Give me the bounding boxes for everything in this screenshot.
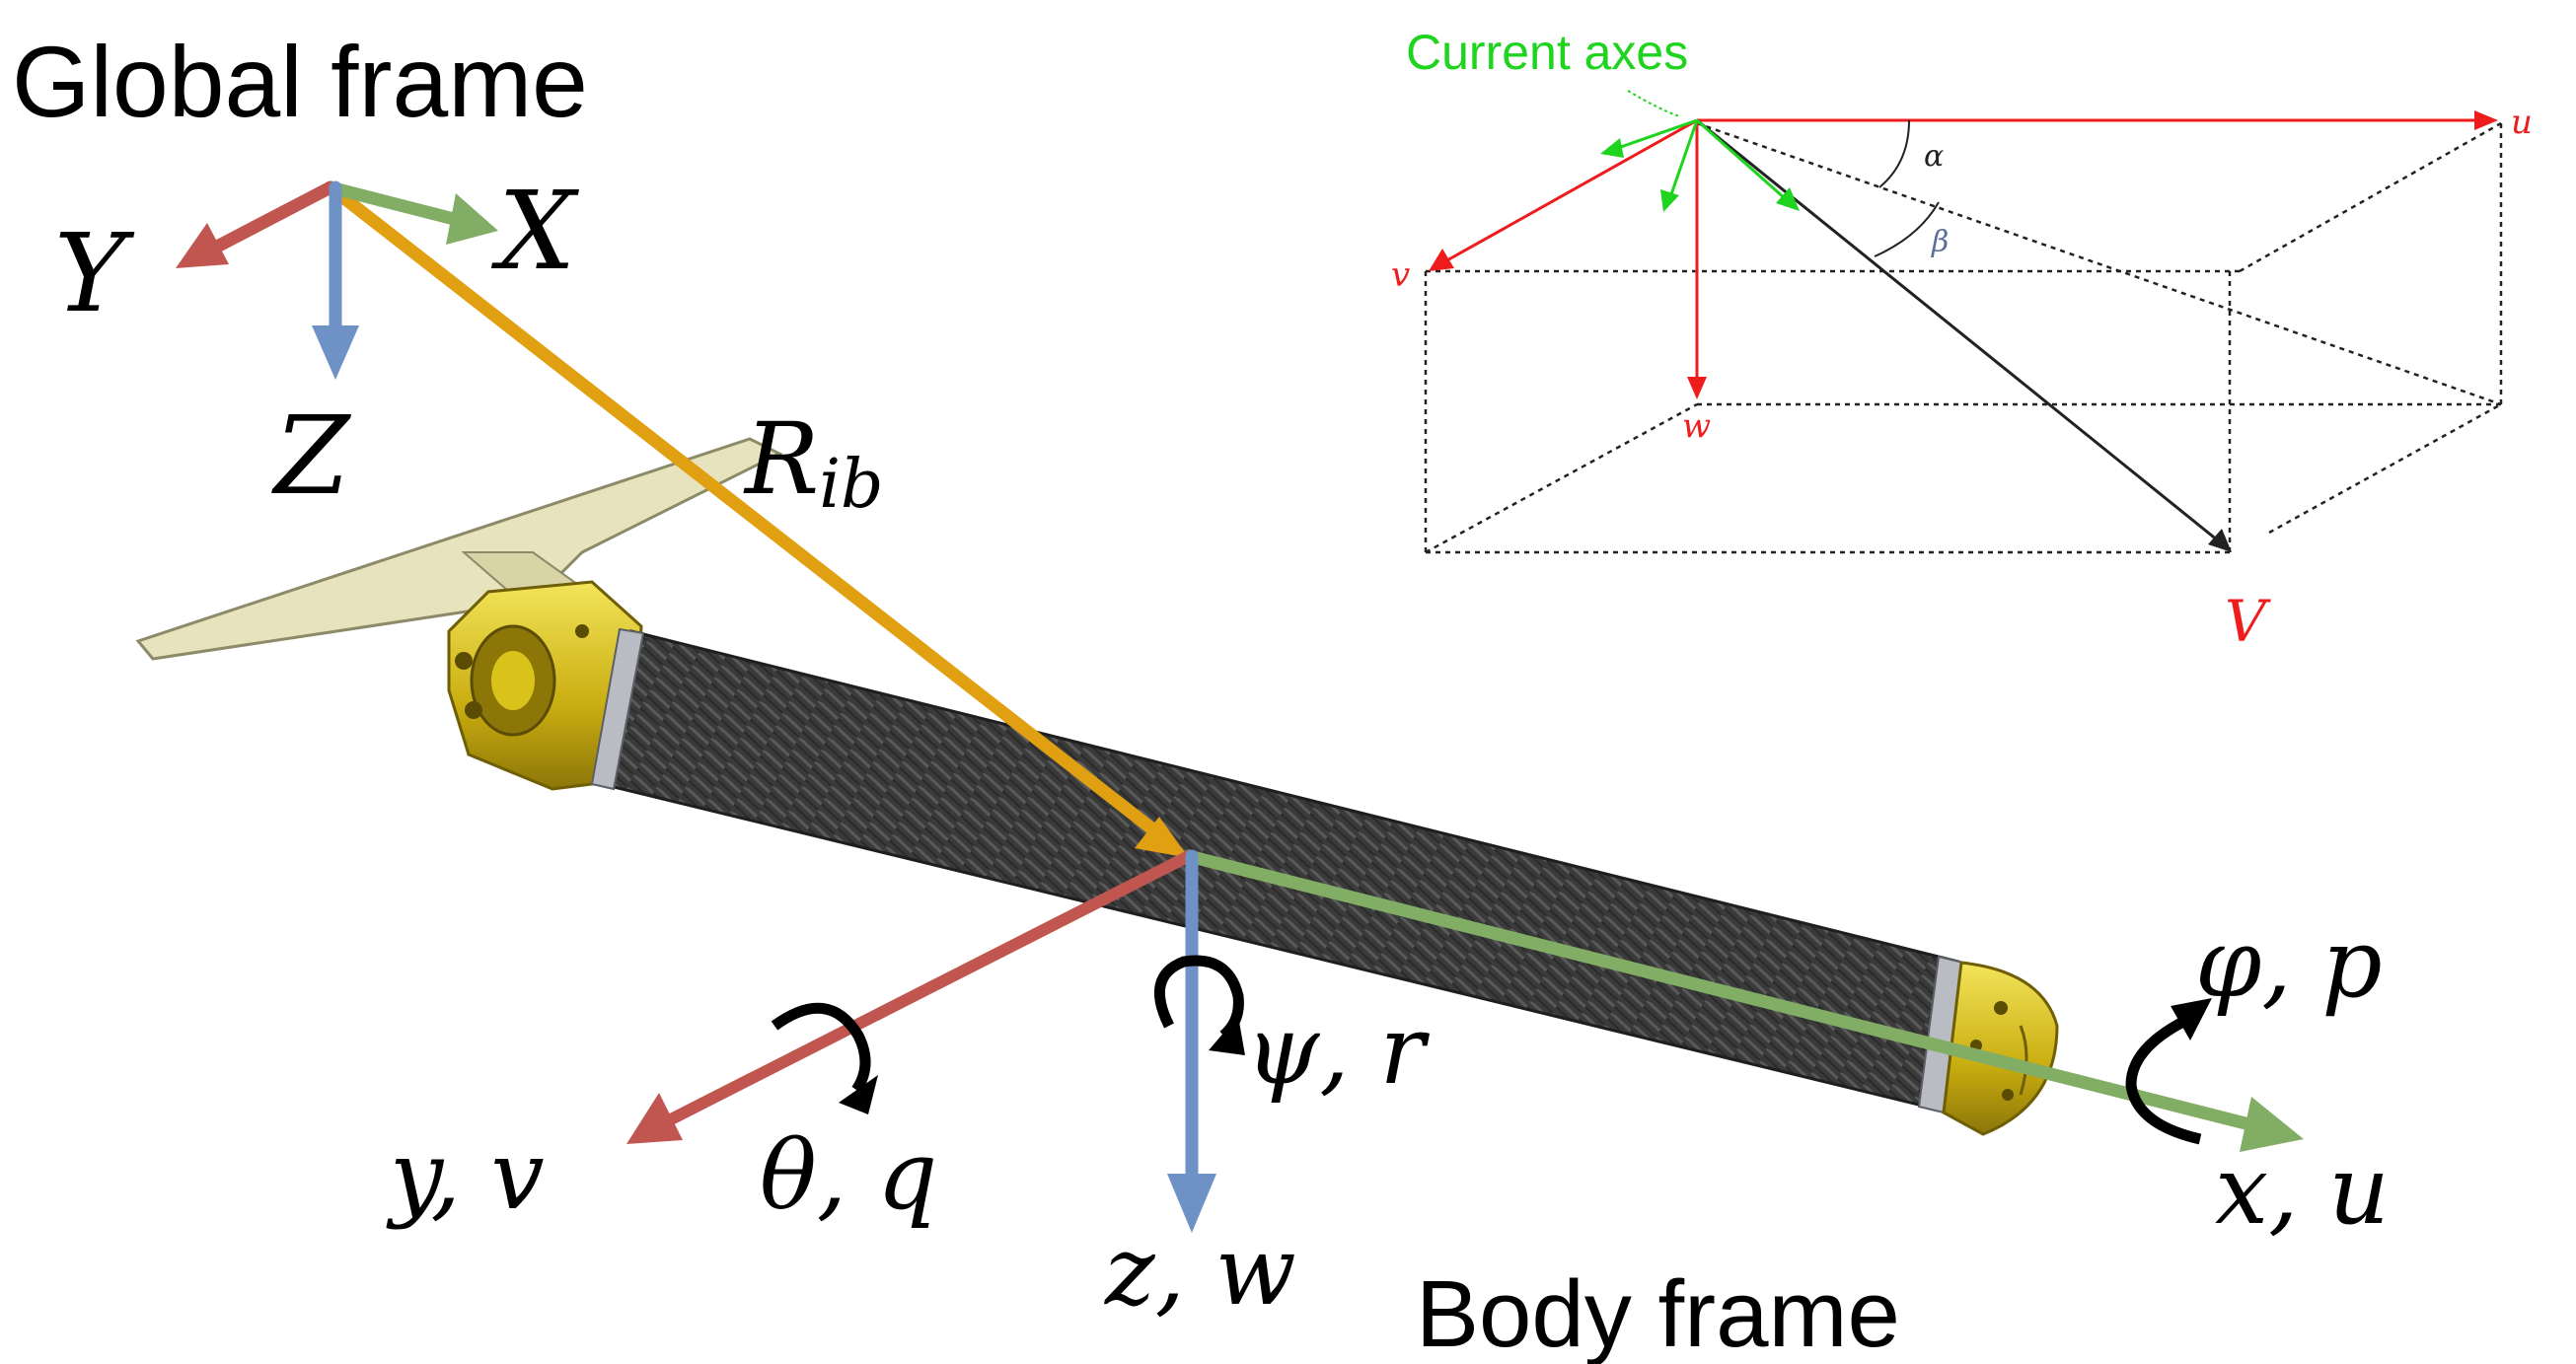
global-frame-axes (176, 180, 1189, 858)
tail-fin (135, 437, 783, 661)
flow-angle-inset (1424, 90, 2503, 554)
inset-v-label: v (1391, 255, 1410, 295)
inset-u-label: u (2511, 103, 2533, 142)
inset-w-label: w (1682, 406, 1711, 446)
body-x-label: x, u (2215, 1135, 2390, 1246)
body-frame-title: Body frame (1416, 1261, 1900, 1364)
pitch-label: θ, q (760, 1120, 937, 1231)
yaw-label: ψ, r (1245, 995, 1430, 1106)
current-axes-label: Current axes (1406, 25, 1688, 80)
body-y-label: y, v (386, 1120, 545, 1231)
inset-beta-label: β (1931, 225, 1949, 259)
body-z-label: z, w (1104, 1216, 1296, 1327)
position-vector-subscript: ib (819, 446, 883, 524)
global-z-label: Z (271, 393, 351, 519)
pitch-rotation-arrow-icon (771, 1002, 878, 1114)
nose-cap (1942, 961, 2059, 1136)
inset-dashed-box (1424, 121, 2503, 554)
body-frame-axes (626, 849, 2304, 1233)
yaw-rotation-arrow-icon (1153, 955, 1245, 1055)
global-x-label: X (490, 168, 579, 294)
inset-alpha-label: α (1924, 139, 1944, 174)
roll-rotation-arrow-icon (2125, 998, 2212, 1145)
auv-vehicle (135, 437, 2059, 1136)
global-frame-title: Global frame (12, 26, 588, 138)
roll-label: φ, p (2195, 908, 2383, 1019)
global-y-label: Y (54, 210, 135, 336)
inset-V-label: V (2225, 588, 2271, 655)
position-vector-label: Rib (743, 401, 884, 524)
